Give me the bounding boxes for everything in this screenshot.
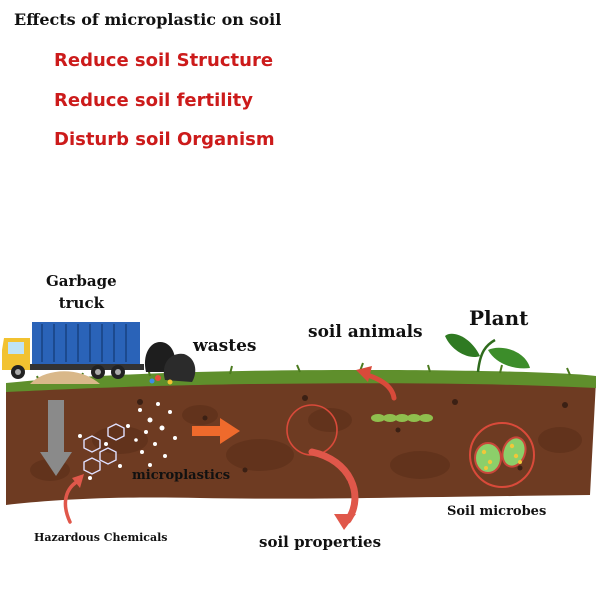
caterpillar-icon <box>371 414 433 422</box>
hazardous-chemicals-label: Hazardous Chemicals <box>34 531 168 544</box>
right-arrow-orange <box>192 418 240 444</box>
soil-properties-label: soil properties <box>259 533 382 551</box>
effect-disturb-soil-organism: Disturb soil Organism <box>54 129 275 150</box>
soil-microbes-icon <box>469 422 535 488</box>
curved-arrow-soil-properties <box>308 448 359 524</box>
garbage-truck-icon <box>2 322 144 379</box>
soil-layer <box>6 376 596 505</box>
wastes-label: wastes <box>193 336 257 356</box>
microplastics-label: microplastics <box>132 468 231 483</box>
soil-animals-label: soil animals <box>308 322 423 342</box>
down-arrow-grey <box>40 400 72 476</box>
effect-reduce-soil-structure: Reduce soil Structure <box>54 50 274 71</box>
soil-texture <box>30 405 582 481</box>
waste-bags-icon <box>144 342 196 385</box>
chemical-molecules-icon <box>83 423 125 475</box>
soil-microbes-label: Soil microbes <box>447 504 547 519</box>
dirt-pile <box>30 371 100 384</box>
microplastic-particles <box>134 402 177 467</box>
plant-label: Plant <box>469 306 529 330</box>
chemical-dots <box>78 424 130 480</box>
grass-strip <box>6 370 596 392</box>
garbage-truck-label: Garbage truck <box>46 272 117 312</box>
page-title: Effects of microplastic on soil <box>14 10 282 29</box>
plant-icon <box>445 333 530 373</box>
effect-reduce-soil-fertility: Reduce soil fertility <box>54 90 253 111</box>
